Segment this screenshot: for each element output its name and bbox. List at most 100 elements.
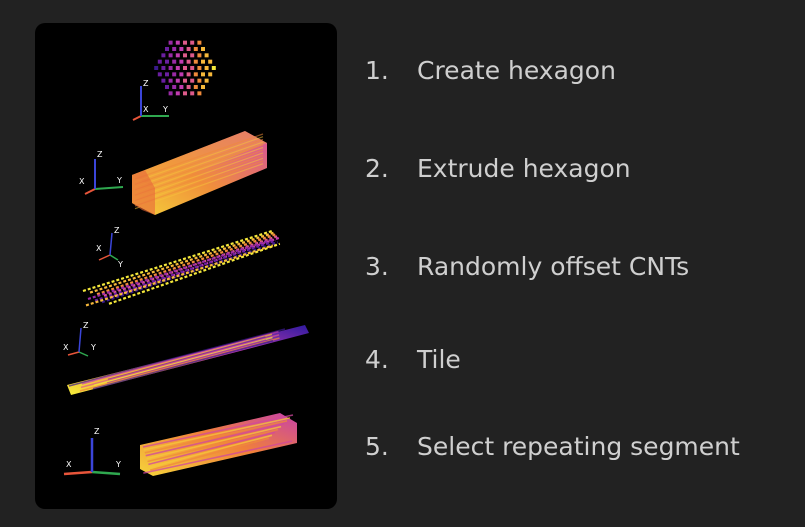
axis-triad-2: Z X Y	[79, 150, 124, 195]
step-2: 2. Extrude hexagon	[365, 150, 631, 186]
hexagon-dot	[165, 72, 169, 77]
hexagon-dot	[165, 59, 169, 64]
hexagon-dot	[186, 72, 191, 77]
hexagon-dot	[197, 53, 202, 58]
hexagon-dot	[208, 59, 213, 64]
axis-x-label: X	[79, 177, 85, 186]
axis-y-label: Y	[162, 105, 168, 114]
axis-z-label: Z	[114, 226, 120, 235]
axis-x-label: X	[96, 244, 102, 253]
axis-triad-3: Z X Y	[96, 226, 123, 269]
hexagon-dot	[168, 78, 173, 83]
hexagon-dot	[154, 66, 159, 70]
hexagon-dot	[201, 72, 205, 77]
hexagon-dot	[190, 91, 195, 96]
step-label: Extrude hexagon	[417, 153, 631, 183]
hexagon-dot	[193, 72, 198, 77]
cnt-rod	[94, 333, 273, 383]
hexagon-dot	[168, 91, 173, 96]
axis-y-label: Y	[116, 176, 122, 185]
extruded-hexagon	[132, 131, 267, 215]
step-label: Randomly offset CNTs	[417, 251, 690, 281]
offset-cnts	[82, 229, 281, 307]
hexagon-dot	[204, 66, 209, 70]
hexagon-dot	[168, 40, 173, 45]
hexagon-dot	[204, 53, 209, 58]
illustration-panel: Z X Y Z X Y Z X Y	[35, 23, 337, 509]
hexagon-dots	[154, 40, 216, 96]
hexagon-dot	[190, 78, 195, 83]
hexagon-dot	[190, 40, 195, 45]
hexagon-dot	[190, 66, 195, 70]
cnt-rod	[92, 339, 274, 390]
hexagon-dot	[165, 46, 169, 51]
hexagon-dot	[175, 66, 180, 70]
step-number: 4.	[365, 344, 389, 374]
hexagon-dot	[211, 66, 216, 70]
hexagon-dot	[168, 53, 173, 58]
step-number: 2.	[365, 153, 389, 183]
hexagon-dot	[172, 72, 177, 77]
hexagon-dot	[179, 85, 184, 90]
hexagon-dot	[183, 40, 187, 45]
step-3: 3. Randomly offset CNTs	[365, 248, 689, 284]
axis-z-label: Z	[143, 79, 149, 88]
cnt-rod	[82, 229, 273, 293]
hexagon-dot	[186, 46, 191, 51]
step-label: Create hexagon	[417, 55, 616, 85]
step-number: 1.	[365, 55, 389, 85]
axis-x-label: X	[143, 105, 149, 114]
axis-triad-4: Z X Y	[63, 321, 96, 357]
hexagon-dot	[208, 72, 213, 77]
hexagon-dot	[183, 66, 187, 70]
hexagon-dot	[204, 78, 209, 83]
cnt-rod	[101, 241, 279, 304]
axis-x-line	[132, 115, 142, 121]
hexagon-dot	[197, 91, 202, 96]
step-label: Tile	[417, 344, 461, 374]
step-label: Select repeating segment	[417, 431, 740, 461]
step-number: 5.	[365, 431, 389, 461]
hexagon-dot	[161, 53, 166, 58]
hexagon-dot	[197, 78, 202, 83]
illustration-svg: Z X Y Z X Y Z X Y	[63, 40, 309, 476]
cnt-rod	[68, 328, 286, 387]
hexagon-dot	[175, 40, 180, 45]
step-5: 5. Select repeating segment	[365, 428, 740, 464]
hexagon-dot	[197, 66, 202, 70]
hexagon-dot	[161, 66, 166, 70]
hexagon-dot	[175, 78, 180, 83]
cnt-rod	[108, 242, 281, 305]
cnt-rod	[89, 231, 275, 294]
step-number: 3.	[365, 251, 389, 281]
cnt-rod	[94, 239, 276, 302]
axis-x-label: X	[63, 343, 69, 352]
hexagon-dot	[168, 66, 173, 70]
cnt-rod	[79, 337, 280, 392]
hexagon-dot	[201, 46, 205, 51]
hexagon-dot	[175, 91, 180, 96]
cnt-rod	[85, 244, 274, 307]
hexagon-dot	[157, 59, 162, 64]
repeating-segment	[140, 413, 297, 476]
hexagon-dot	[190, 53, 195, 58]
hexagon-dot	[175, 53, 180, 58]
cnt-rod	[87, 237, 274, 301]
hexagon-dot	[197, 40, 202, 45]
hexagon-dot	[179, 72, 184, 77]
cnt-rod	[96, 233, 277, 296]
hexagon-dot	[172, 85, 177, 90]
cnt-rod	[93, 336, 273, 387]
axis-triad-5: Z X Y	[63, 427, 121, 476]
axis-z-label: Z	[97, 150, 103, 159]
axis-x-label: X	[66, 460, 72, 469]
hexagon-dot	[193, 46, 198, 51]
axis-y-label: Y	[117, 260, 123, 269]
axis-y-label: Y	[115, 460, 121, 469]
hexagon-dot	[183, 91, 187, 96]
step-1: 1. Create hexagon	[365, 52, 616, 88]
hexagon-dot	[172, 46, 177, 51]
hexagon-dot	[157, 72, 162, 77]
axis-z-label: Z	[83, 321, 89, 330]
